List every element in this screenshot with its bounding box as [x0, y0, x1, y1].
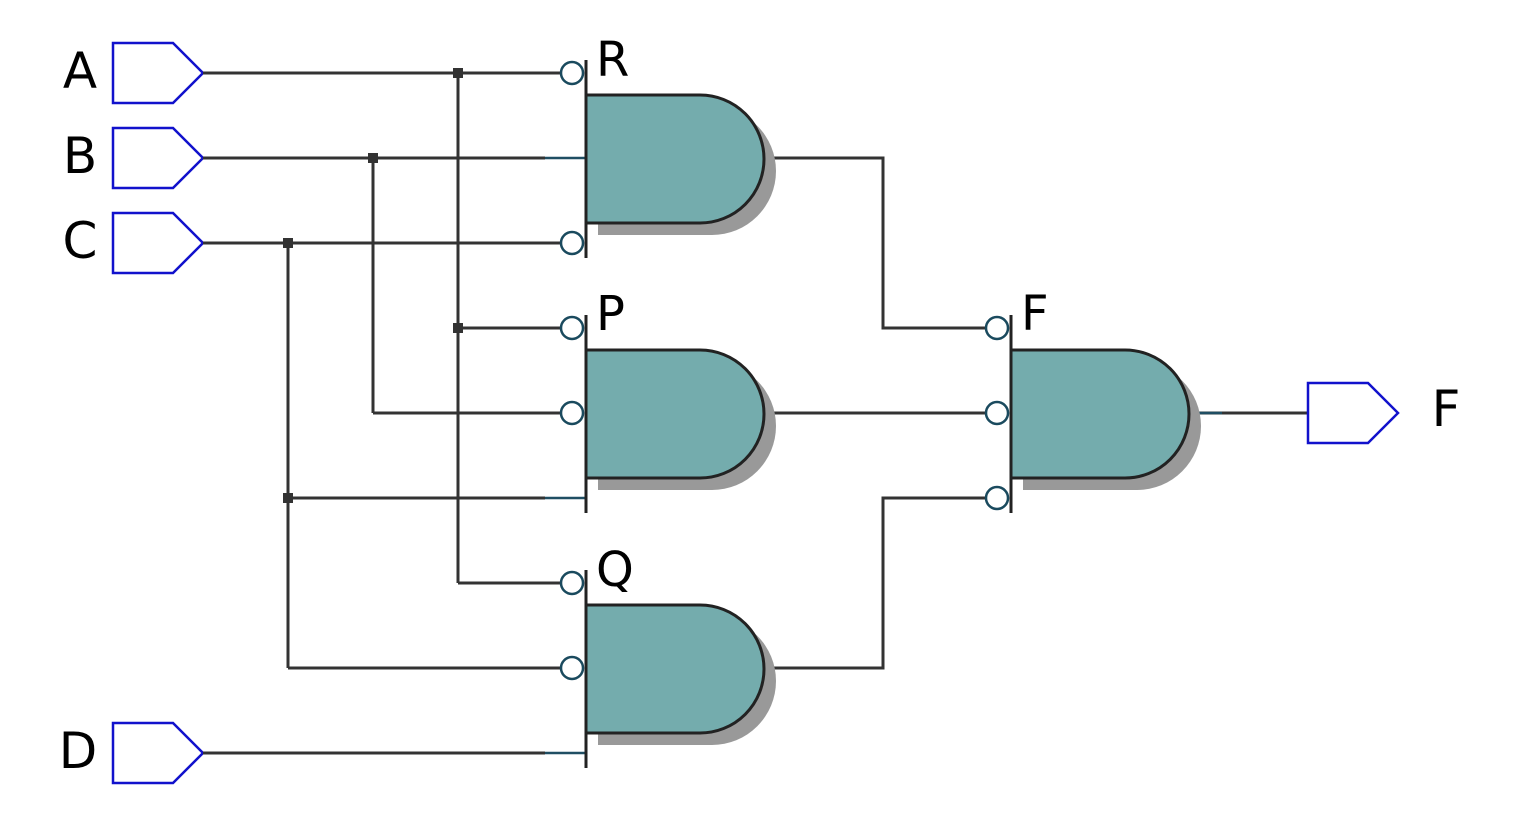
gate-label-r: R — [596, 32, 629, 88]
input-pin-c[interactable]: C — [63, 211, 205, 275]
wire-q-out — [770, 496, 985, 670]
gate-label-p: P — [596, 286, 625, 342]
input-label-d: D — [59, 722, 98, 780]
output-pin-f[interactable]: F — [1306, 380, 1461, 445]
input-label-b: B — [63, 127, 97, 185]
gate-f[interactable]: F — [984, 286, 1201, 513]
gate-p[interactable]: P — [559, 286, 776, 513]
input-label-c: C — [63, 212, 98, 270]
gate-label-f: F — [1021, 286, 1049, 342]
input-pin-b[interactable]: B — [63, 126, 205, 190]
wire-r-out — [770, 156, 985, 330]
output-label-f: F — [1432, 380, 1461, 438]
input-pin-d[interactable]: D — [59, 721, 205, 785]
junction-dots — [283, 68, 463, 503]
gate-r[interactable]: R — [559, 32, 776, 258]
gate-label-q: Q — [596, 542, 634, 598]
gate-q[interactable]: Q — [559, 542, 776, 768]
input-pin-a[interactable]: A — [63, 41, 205, 105]
input-label-a: A — [63, 42, 97, 100]
